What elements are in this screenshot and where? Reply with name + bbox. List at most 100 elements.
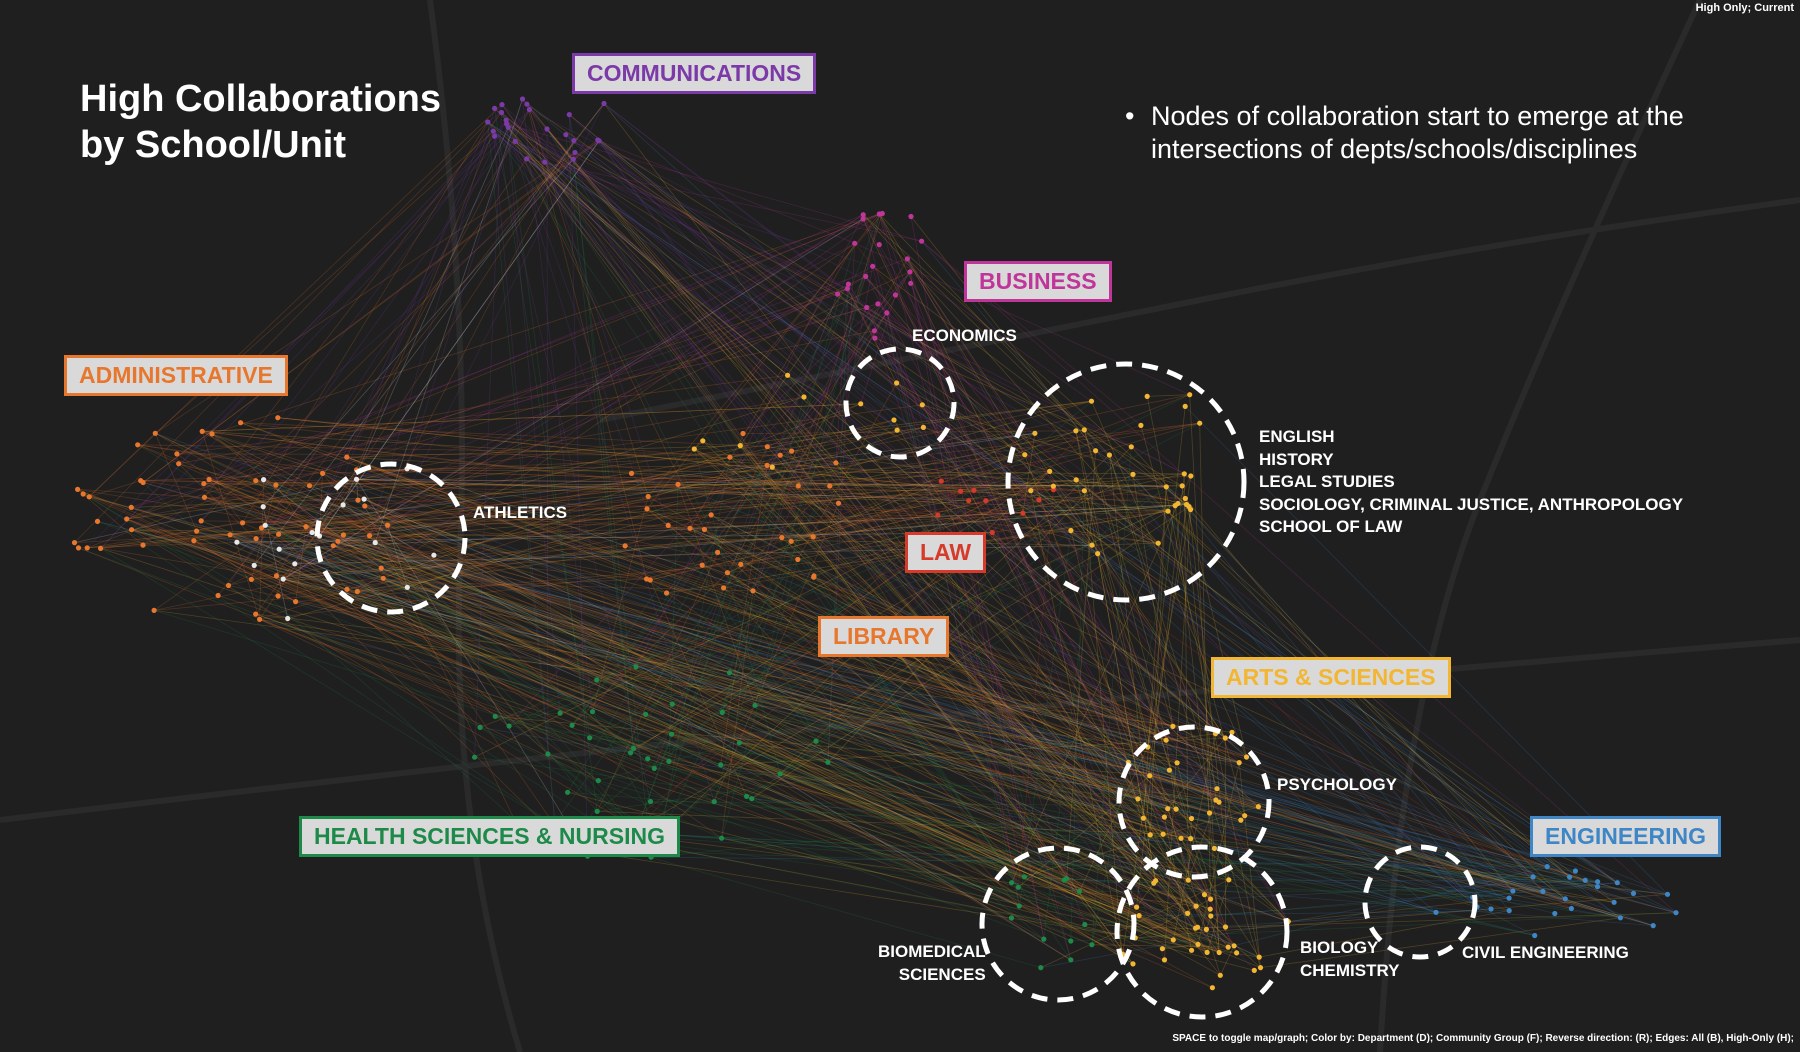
- collaborator-node[interactable]: [1187, 392, 1193, 398]
- collaborator-node[interactable]: [795, 556, 801, 563]
- collaborator-node[interactable]: [938, 478, 944, 484]
- collaborator-node[interactable]: [404, 584, 410, 590]
- collaborator-node[interactable]: [1568, 905, 1574, 912]
- collaborator-node[interactable]: [622, 543, 628, 549]
- collaborator-node[interactable]: [1165, 508, 1171, 514]
- collaborator-node[interactable]: [1204, 949, 1210, 956]
- collaborator-node[interactable]: [1135, 796, 1141, 802]
- collaborator-node[interactable]: [749, 796, 755, 802]
- collaborator-node[interactable]: [492, 105, 498, 111]
- collaborator-node[interactable]: [238, 420, 244, 426]
- collaborator-node[interactable]: [206, 476, 212, 483]
- collaborator-node[interactable]: [1073, 477, 1079, 483]
- collaborator-node[interactable]: [355, 497, 361, 503]
- collaborator-node[interactable]: [253, 611, 259, 617]
- collaborator-node[interactable]: [665, 522, 671, 529]
- collaborator-node[interactable]: [630, 745, 637, 752]
- collaborator-node[interactable]: [1160, 831, 1166, 837]
- collaborator-node[interactable]: [1193, 903, 1199, 909]
- collaborator-node[interactable]: [1073, 428, 1079, 434]
- collaborator-node[interactable]: [1130, 471, 1136, 477]
- collaborator-node[interactable]: [1611, 899, 1617, 905]
- collaborator-node[interactable]: [935, 512, 941, 518]
- collaborator-node[interactable]: [1208, 913, 1214, 919]
- collaborator-node[interactable]: [811, 573, 817, 579]
- collaborator-node[interactable]: [519, 96, 526, 102]
- collaborator-node[interactable]: [1506, 908, 1512, 914]
- collaborator-node[interactable]: [1082, 921, 1088, 928]
- collaborator-node[interactable]: [1217, 972, 1223, 978]
- collaborator-node[interactable]: [138, 478, 144, 484]
- collaborator-node[interactable]: [504, 121, 510, 127]
- collaborator-node[interactable]: [908, 280, 914, 286]
- collaborator-node[interactable]: [835, 291, 841, 297]
- collaborator-node[interactable]: [1506, 895, 1512, 901]
- collaborator-node[interactable]: [1182, 403, 1188, 409]
- collaborator-node[interactable]: [594, 808, 600, 815]
- collaborator-node[interactable]: [152, 430, 158, 436]
- collaborator-node[interactable]: [1128, 444, 1134, 450]
- collaborator-node[interactable]: [124, 516, 130, 522]
- collaborator-node[interactable]: [1203, 926, 1209, 933]
- collaborator-node[interactable]: [1136, 913, 1142, 919]
- collaborator-node[interactable]: [557, 710, 563, 716]
- collaborator-node[interactable]: [891, 417, 897, 423]
- collaborator-node[interactable]: [983, 498, 989, 504]
- collaborator-node[interactable]: [84, 545, 90, 551]
- collaborator-node[interactable]: [601, 100, 607, 107]
- collaborator-node[interactable]: [240, 520, 246, 526]
- collaborator-node[interactable]: [651, 765, 657, 772]
- collaborator-node[interactable]: [1256, 954, 1262, 960]
- collaborator-node[interactable]: [1068, 938, 1074, 944]
- collaborator-node[interactable]: [1140, 815, 1146, 821]
- collaborator-node[interactable]: [1552, 910, 1558, 917]
- collaborator-node[interactable]: [1185, 877, 1191, 883]
- collaborator-node[interactable]: [80, 491, 86, 497]
- collaborator-node[interactable]: [863, 273, 869, 279]
- collaborator-node[interactable]: [711, 799, 717, 805]
- collaborator-node[interactable]: [151, 607, 157, 614]
- collaborator-node[interactable]: [715, 549, 721, 556]
- collaborator-node[interactable]: [86, 494, 92, 500]
- collaborator-node[interactable]: [1182, 495, 1188, 502]
- collaborator-node[interactable]: [737, 443, 743, 449]
- collaborator-node[interactable]: [989, 529, 995, 536]
- collaborator-node[interactable]: [764, 444, 770, 450]
- collaborator-node[interactable]: [1161, 814, 1167, 820]
- collaborator-node[interactable]: [330, 543, 336, 549]
- collaborator-node[interactable]: [644, 506, 650, 512]
- collaborator-node[interactable]: [201, 481, 207, 487]
- collaborator-node[interactable]: [1032, 430, 1038, 436]
- collaborator-node[interactable]: [128, 504, 134, 510]
- collaborator-node[interactable]: [795, 483, 801, 489]
- collaborator-node[interactable]: [472, 754, 478, 760]
- collaborator-node[interactable]: [920, 424, 927, 430]
- collaborator-node[interactable]: [1163, 737, 1169, 743]
- collaborator-node[interactable]: [306, 483, 313, 489]
- collaborator-node[interactable]: [1211, 845, 1217, 852]
- collaborator-node[interactable]: [191, 538, 197, 544]
- collaborator-node[interactable]: [777, 771, 783, 777]
- collaborator-node[interactable]: [701, 526, 708, 533]
- collaborator-node[interactable]: [1165, 806, 1171, 812]
- collaborator-node[interactable]: [1008, 915, 1015, 921]
- collaborator-node[interactable]: [1188, 815, 1195, 822]
- collaborator-node[interactable]: [258, 525, 265, 531]
- collaborator-node[interactable]: [719, 709, 725, 716]
- collaborator-node[interactable]: [919, 238, 925, 244]
- collaborator-node[interactable]: [1186, 504, 1192, 510]
- collaborator-node[interactable]: [492, 133, 498, 139]
- collaborator-node[interactable]: [431, 552, 437, 558]
- collaborator-node[interactable]: [198, 518, 204, 524]
- collaborator-node[interactable]: [904, 256, 911, 262]
- collaborator-node[interactable]: [253, 478, 259, 484]
- collaborator-node[interactable]: [1159, 946, 1165, 952]
- school-label-law[interactable]: LAW: [905, 532, 987, 573]
- collaborator-node[interactable]: [335, 538, 341, 544]
- collaborator-node[interactable]: [1147, 773, 1153, 779]
- collaborator-node[interactable]: [1028, 488, 1034, 494]
- collaborator-node[interactable]: [633, 664, 639, 670]
- collaborator-node[interactable]: [1179, 483, 1185, 489]
- collaborator-node[interactable]: [309, 529, 315, 536]
- collaborator-node[interactable]: [320, 470, 326, 476]
